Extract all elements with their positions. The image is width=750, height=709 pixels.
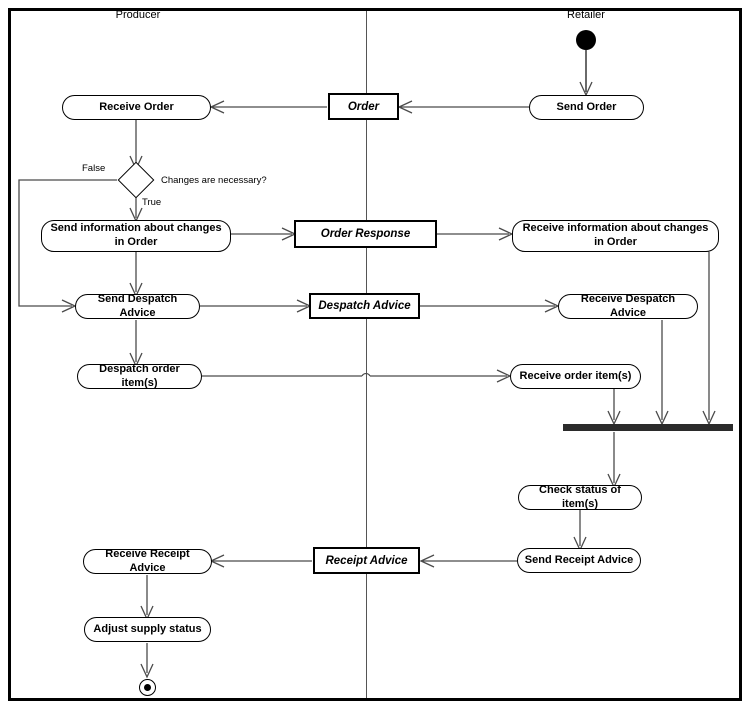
decision-question-label: Changes are necessary? — [161, 175, 267, 186]
activity-receive-order[interactable]: Receive Order — [62, 95, 211, 120]
initial-node — [576, 30, 596, 50]
activity-adjust-supply-status[interactable]: Adjust supply status — [84, 617, 211, 642]
activity-send-receipt-advice[interactable]: Send Receipt Advice — [517, 548, 641, 573]
guard-label-true: True — [142, 197, 162, 208]
guard-label-false: False — [82, 163, 106, 174]
activity-receive-information-about-changes-in-order[interactable]: Receive information about changes in Ord… — [512, 220, 719, 252]
activity-send-information-about-changes-in-order[interactable]: Send information about changes in Order — [41, 220, 231, 252]
lane-label-producer: Producer — [115, 9, 161, 21]
activity-receive-order-items[interactable]: Receive order item(s) — [510, 364, 641, 389]
lane-label-retailer: Retailer — [567, 9, 605, 21]
activity-send-despatch-advice[interactable]: Send Despatch Advice — [75, 293, 200, 319]
final-node-center — [144, 684, 151, 691]
activity-check-status-of-items[interactable]: Check status of item(s) — [518, 484, 642, 510]
activity-send-order[interactable]: Send Order — [529, 95, 644, 120]
signal-order[interactable]: Order — [328, 93, 399, 120]
activity-receive-receipt-advice[interactable]: Receive Receipt Advice — [83, 548, 212, 574]
signal-order-response[interactable]: Order Response — [294, 220, 437, 248]
swimlane-partition-line — [366, 11, 368, 698]
activity-despatch-order-items[interactable]: Despatch order item(s) — [77, 363, 202, 389]
signal-despatch-advice[interactable]: Despatch Advice — [309, 293, 420, 319]
signal-receipt-advice[interactable]: Receipt Advice — [313, 547, 420, 574]
activity-receive-despatch-advice[interactable]: Receive Despatch Advice — [558, 293, 698, 319]
join-bar — [563, 424, 733, 431]
